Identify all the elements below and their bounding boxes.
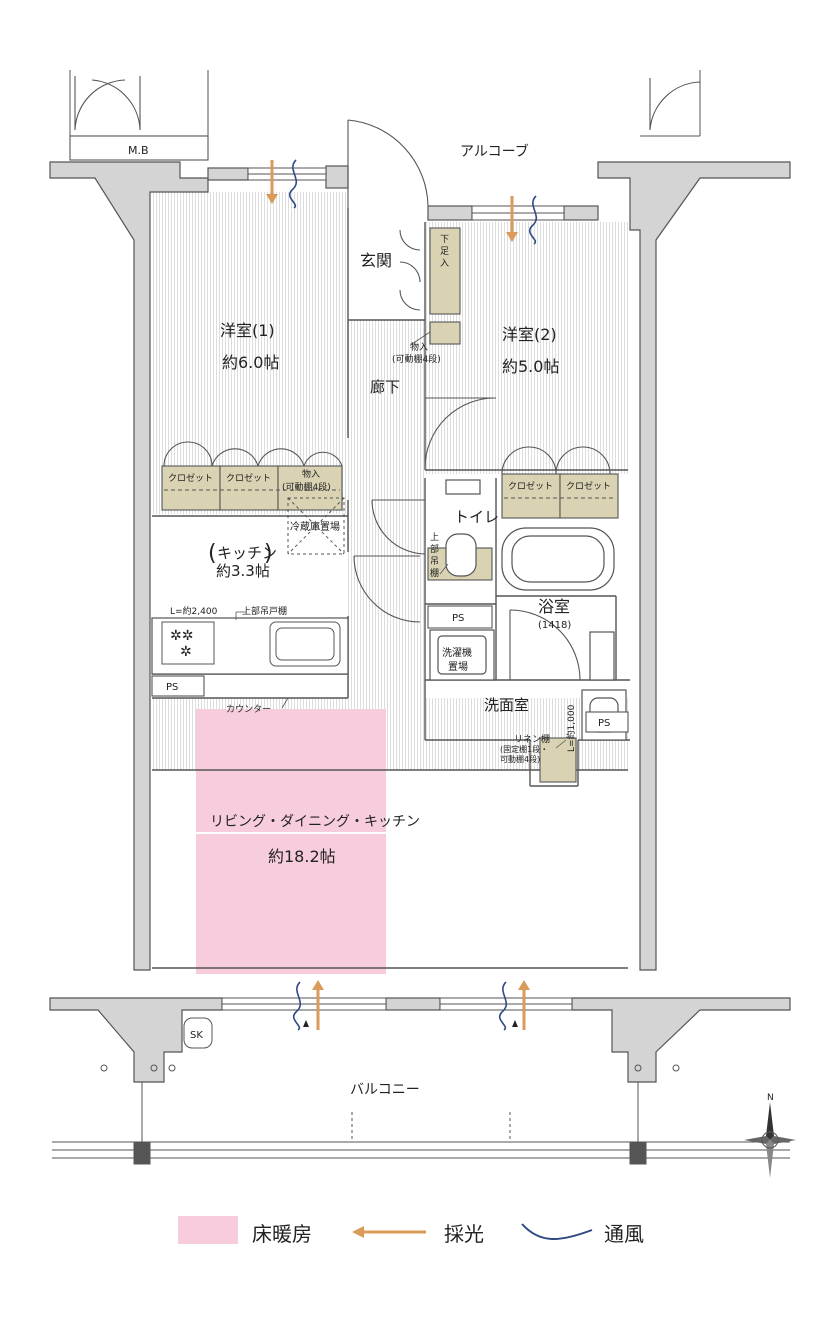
- linen-label-1: リネン棚: [514, 733, 550, 745]
- room-name-kitchen: キッチン: [217, 544, 277, 562]
- washer-label-2: 置場: [448, 660, 468, 673]
- legend-floor-heating: 床暖房: [252, 1222, 312, 1246]
- closet-label: クロゼット: [168, 472, 213, 484]
- hall-storage-sub-label: (可動棚4段): [392, 353, 441, 365]
- room-name-western1: 洋室(1): [220, 321, 275, 340]
- washer-label-1: 洗濯機: [442, 646, 472, 659]
- daylight-arrow-icon: [312, 980, 324, 1030]
- fixture-labels: クロゼット クロゼット クロゼット クロゼット 物入 (可動棚4段) 物入 (可…: [166, 235, 611, 1041]
- ps-label: PS: [598, 718, 610, 729]
- room-name-ldk: リビング・ダイニング・キッチン: [210, 814, 420, 830]
- closet-label: クロゼット: [226, 472, 271, 484]
- room-size-bath: (1418): [538, 620, 571, 631]
- compass-icon: N: [744, 1093, 796, 1178]
- room-name-toilet: トイレ: [454, 508, 499, 526]
- burner-icon: ✲✲: [170, 628, 193, 644]
- ventilation-icon: [498, 981, 508, 1031]
- wash-length-label: L=約1,000: [565, 704, 577, 752]
- shoe-storage-1: 下: [440, 235, 449, 245]
- counter-label: カウンター: [226, 704, 271, 715]
- toilet-shelf-1: 上: [430, 532, 439, 543]
- sk-label: SK: [190, 1030, 203, 1041]
- balcony-label: バルコニー: [350, 1082, 420, 1098]
- fridge-label: 冷蔵庫置場: [290, 520, 340, 533]
- room-size-western1: 約6.0帖: [222, 353, 279, 372]
- ps-label: PS: [452, 613, 464, 624]
- daylight-legend-icon: [352, 1226, 426, 1238]
- legend-ventilation: 通風: [604, 1222, 644, 1246]
- legend: 床暖房 採光 通風: [0, 1200, 840, 1270]
- balcony-railing: [52, 1017, 790, 1165]
- room-name-western2: 洋室(2): [502, 325, 557, 344]
- room-name-hallway: 廊下: [370, 378, 400, 396]
- shoe-storage-3: 入: [440, 258, 449, 269]
- toilet-shelf-2: 部: [430, 543, 439, 555]
- ventilation-waves: [288, 159, 538, 1031]
- hall-storage-label: 物入: [410, 341, 428, 353]
- room-name-entrance: 玄関: [360, 251, 392, 270]
- kitchen-length-label: L=約2,400: [170, 605, 218, 617]
- kitchen-counter: ✲✲ ✲: [151, 617, 349, 675]
- floor-areas: [152, 192, 630, 770]
- mb-label: M.B: [128, 144, 149, 157]
- room-size-kitchen: 約3.3帖: [216, 562, 270, 580]
- toilet-shelf-4: 棚: [430, 567, 439, 579]
- floor-heating-area: [196, 709, 386, 974]
- svg-text:): ): [264, 541, 273, 566]
- toilet-shelf-3: 吊: [430, 556, 439, 567]
- daylight-arrow-icon: [266, 160, 278, 204]
- svg-text:(: (: [208, 541, 217, 566]
- room-size-western2: 約5.0帖: [502, 357, 559, 376]
- room-name-bath: 浴室: [538, 597, 570, 616]
- floor-heating-swatch: [178, 1216, 238, 1244]
- room-name-washroom: 洗面室: [484, 696, 529, 714]
- storage-sub-label: (可動棚4段): [282, 481, 331, 493]
- linen-label-3: 可動棚4段): [500, 754, 540, 764]
- closet-label: クロゼット: [508, 480, 553, 492]
- alcove-label: アルコーブ: [460, 143, 529, 160]
- legend-daylight: 採光: [444, 1222, 484, 1246]
- walls: [49, 161, 791, 1083]
- ventilation-icon: [292, 981, 302, 1031]
- doors: [74, 76, 701, 681]
- bathroom-fixtures: [429, 479, 627, 741]
- ventilation-icon: [528, 195, 538, 245]
- storage-label: 物入: [302, 468, 320, 480]
- daylight-arrow-icon: [518, 980, 530, 1030]
- fridge-space: [287, 497, 345, 555]
- north-label: N: [767, 1093, 774, 1103]
- floor-plan: ✲✲ ✲: [49, 70, 796, 1178]
- room-size-ldk: 約18.2帖: [268, 847, 336, 866]
- room-labels: 洋室(1) 約6.0帖 洋室(2) 約5.0帖 玄関 廊下 ( キッチン ) 約…: [128, 143, 571, 1098]
- ventilation-icon: [288, 159, 298, 209]
- closet-label: クロゼット: [566, 480, 611, 492]
- burner-icon: ✲: [180, 644, 192, 660]
- ps-label: PS: [166, 682, 178, 693]
- daylight-arrow-icon: [506, 196, 518, 242]
- ventilation-legend-icon: [521, 1223, 593, 1240]
- daylight-arrows: [266, 160, 530, 1030]
- upper-shelf-label: 上部吊戸棚: [242, 605, 287, 617]
- linen-label-2: (固定棚1段・: [500, 744, 548, 754]
- shoe-storage-2: 足: [440, 246, 449, 257]
